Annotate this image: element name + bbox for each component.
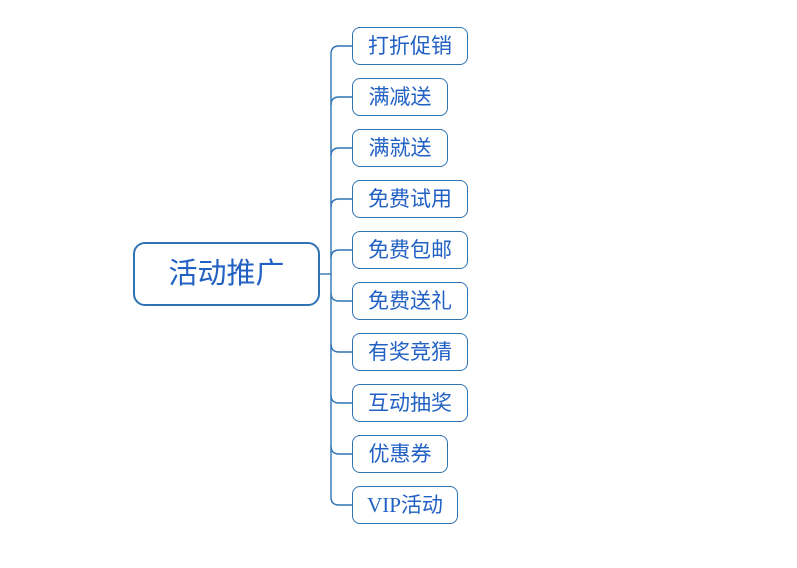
branch-line (330, 147, 352, 157)
child-node-label: 免费试用 (368, 186, 452, 211)
child-node-buy-and-get[interactable]: 满就送 (352, 129, 448, 167)
child-node-free-gift[interactable]: 免费送礼 (352, 282, 468, 320)
child-node-label: 打折促销 (368, 33, 452, 58)
root-node[interactable]: 活动推广 (133, 242, 320, 306)
child-node-label: 优惠券 (368, 441, 432, 466)
branch-line (330, 445, 352, 455)
child-node-label: 有奖竞猜 (368, 339, 452, 364)
root-node-label: 活动推广 (168, 257, 285, 290)
child-node-label: 免费包邮 (368, 237, 452, 262)
child-node-prize-quiz[interactable]: 有奖竞猜 (352, 333, 468, 371)
child-node-label: VIP活动 (367, 492, 443, 517)
branch-line (330, 96, 352, 106)
child-node-spend-reduce-gift[interactable]: 满减送 (352, 78, 448, 116)
child-node-coupon[interactable]: 优惠券 (352, 435, 448, 473)
trunk-line (330, 45, 352, 506)
child-node-interactive-lottery[interactable]: 互动抽奖 (352, 384, 468, 422)
child-node-vip-activity[interactable]: VIP活动 (352, 486, 458, 524)
child-node-discount-promotion[interactable]: 打折促销 (352, 27, 468, 65)
branch-line (330, 292, 352, 302)
child-node-label: 满减送 (368, 84, 432, 109)
child-node-label: 免费送礼 (368, 288, 452, 313)
branch-line (330, 343, 352, 353)
branch-line (330, 198, 352, 208)
child-node-label: 互动抽奖 (368, 390, 452, 415)
child-node-free-trial[interactable]: 免费试用 (352, 180, 468, 218)
child-node-free-shipping[interactable]: 免费包邮 (352, 231, 468, 269)
branch-line (330, 249, 352, 259)
child-node-label: 满就送 (368, 135, 432, 160)
branch-line (330, 394, 352, 404)
